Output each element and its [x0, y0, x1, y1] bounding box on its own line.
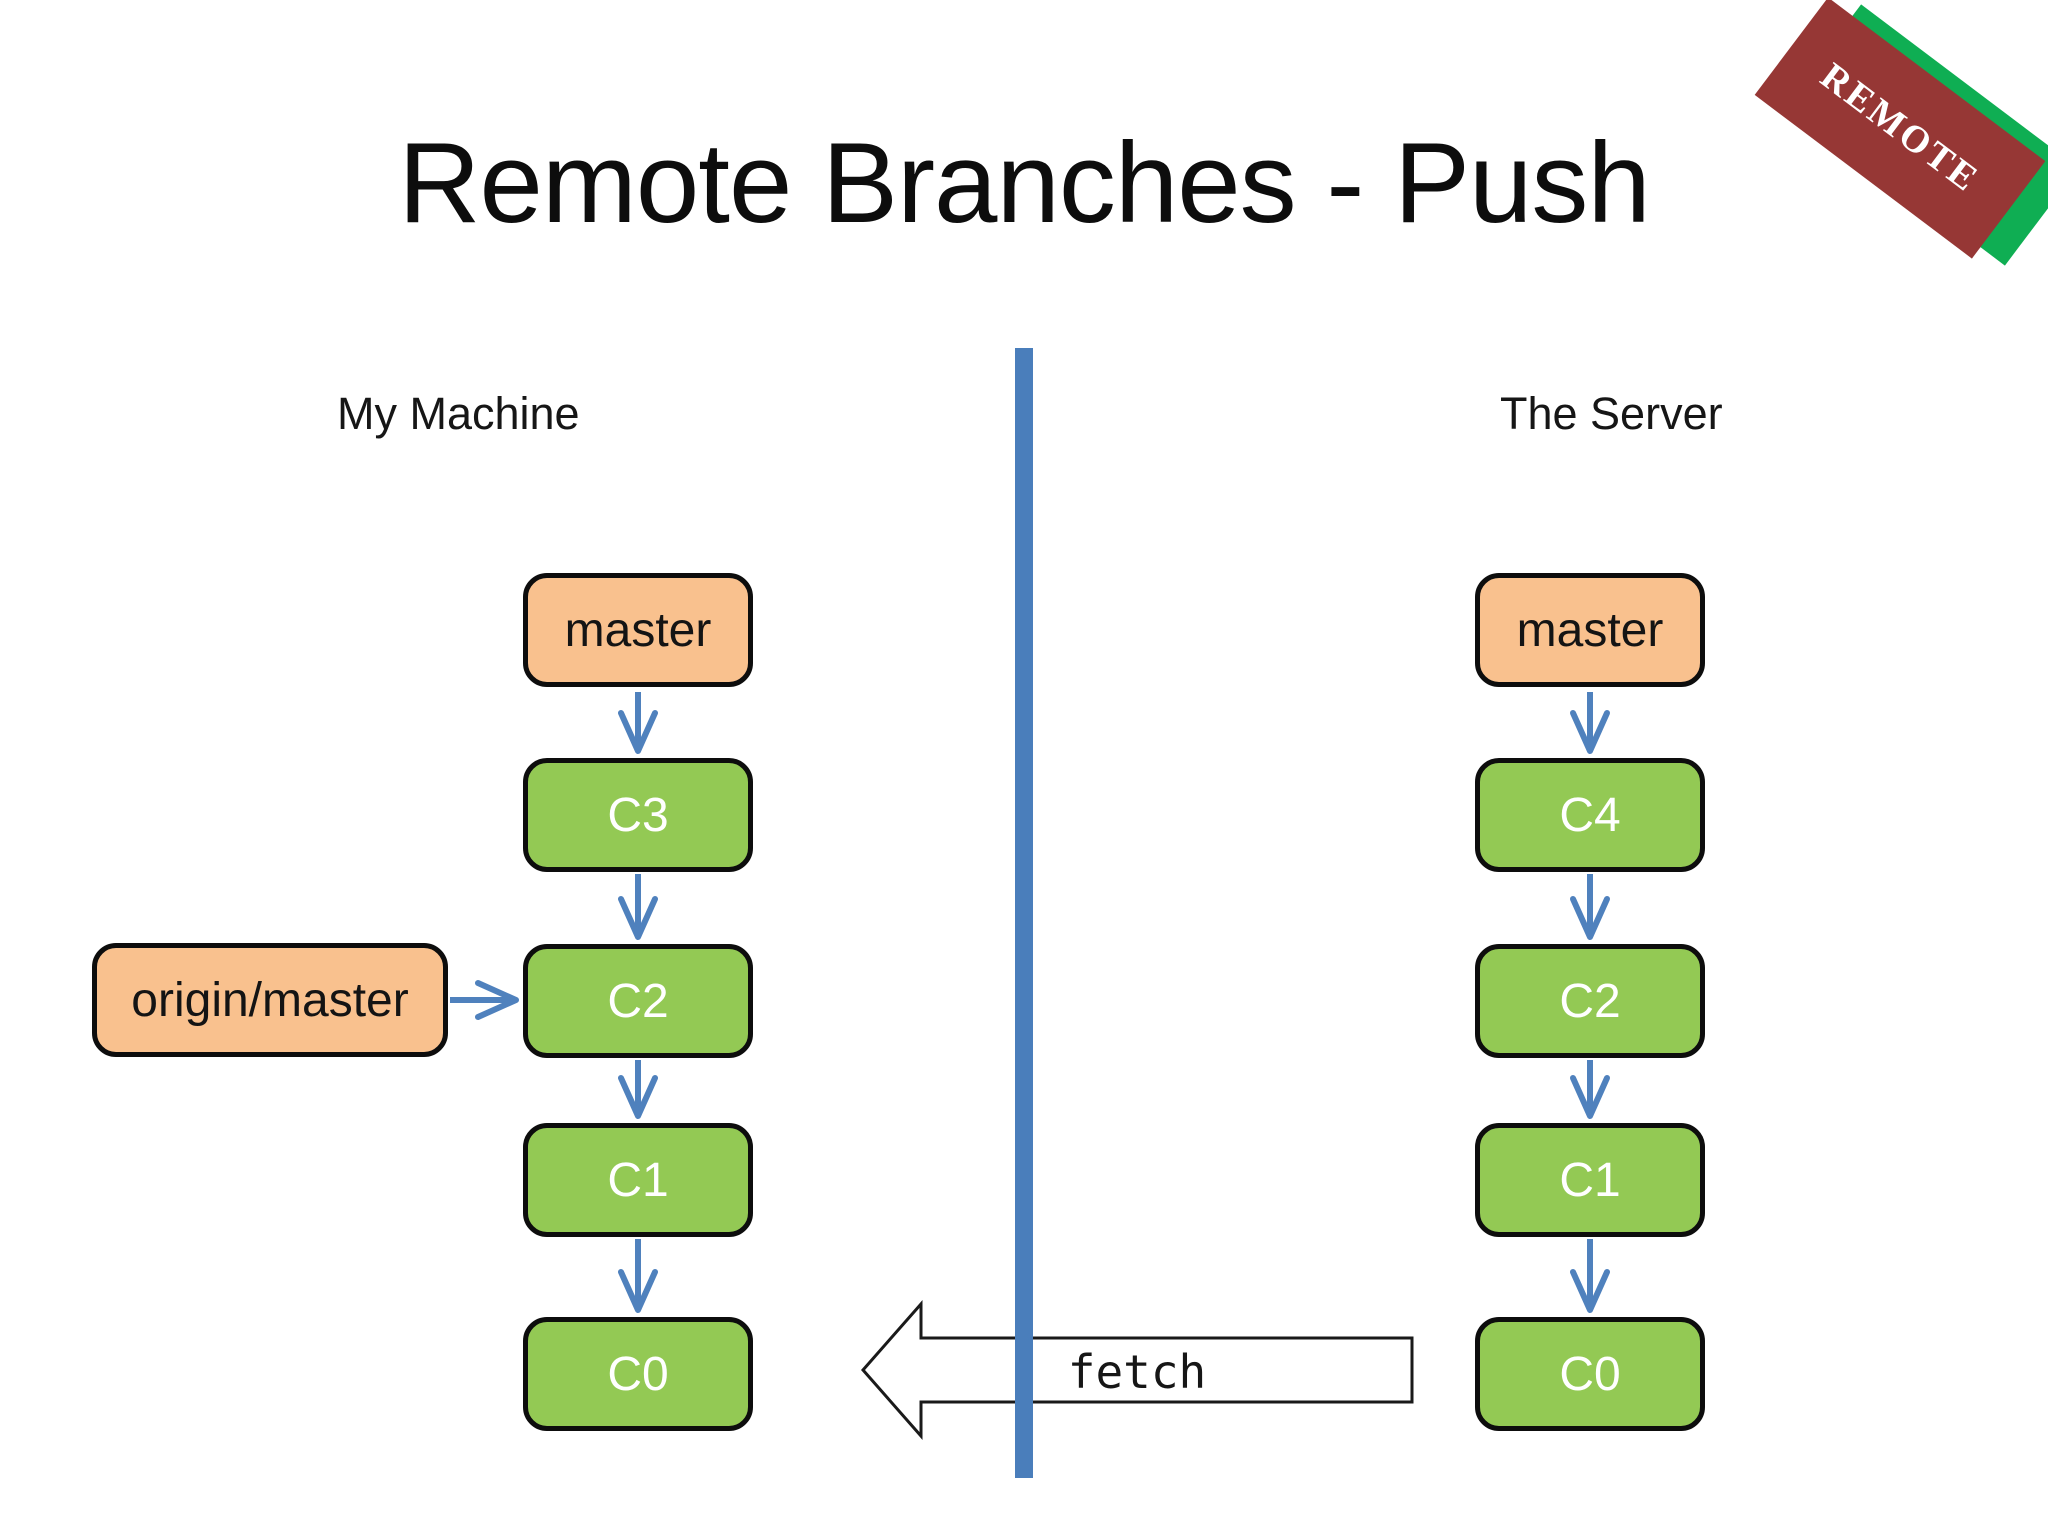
page-title: Remote Branches - Push [398, 120, 1651, 247]
fetch-arrow [861, 1300, 1414, 1440]
origin-master-ref-box: origin/master [92, 943, 448, 1057]
heading-my-machine: My Machine [337, 388, 580, 439]
heading-the-server: The Server [1500, 388, 1723, 439]
local-commit-c2: C2 [523, 944, 753, 1058]
local-master-branch-box: master [523, 573, 753, 687]
server-commit-c0: C0 [1475, 1317, 1705, 1431]
server-master-branch-box: master [1475, 573, 1705, 687]
server-commit-c4: C4 [1475, 758, 1705, 872]
network-divider [1015, 348, 1033, 1478]
server-commit-c1: C1 [1475, 1123, 1705, 1237]
fetch-label: fetch [1067, 1345, 1207, 1399]
local-commit-c0: C0 [523, 1317, 753, 1431]
server-commit-c2: C2 [1475, 944, 1705, 1058]
local-commit-c3: C3 [523, 758, 753, 872]
local-commit-c1: C1 [523, 1123, 753, 1237]
